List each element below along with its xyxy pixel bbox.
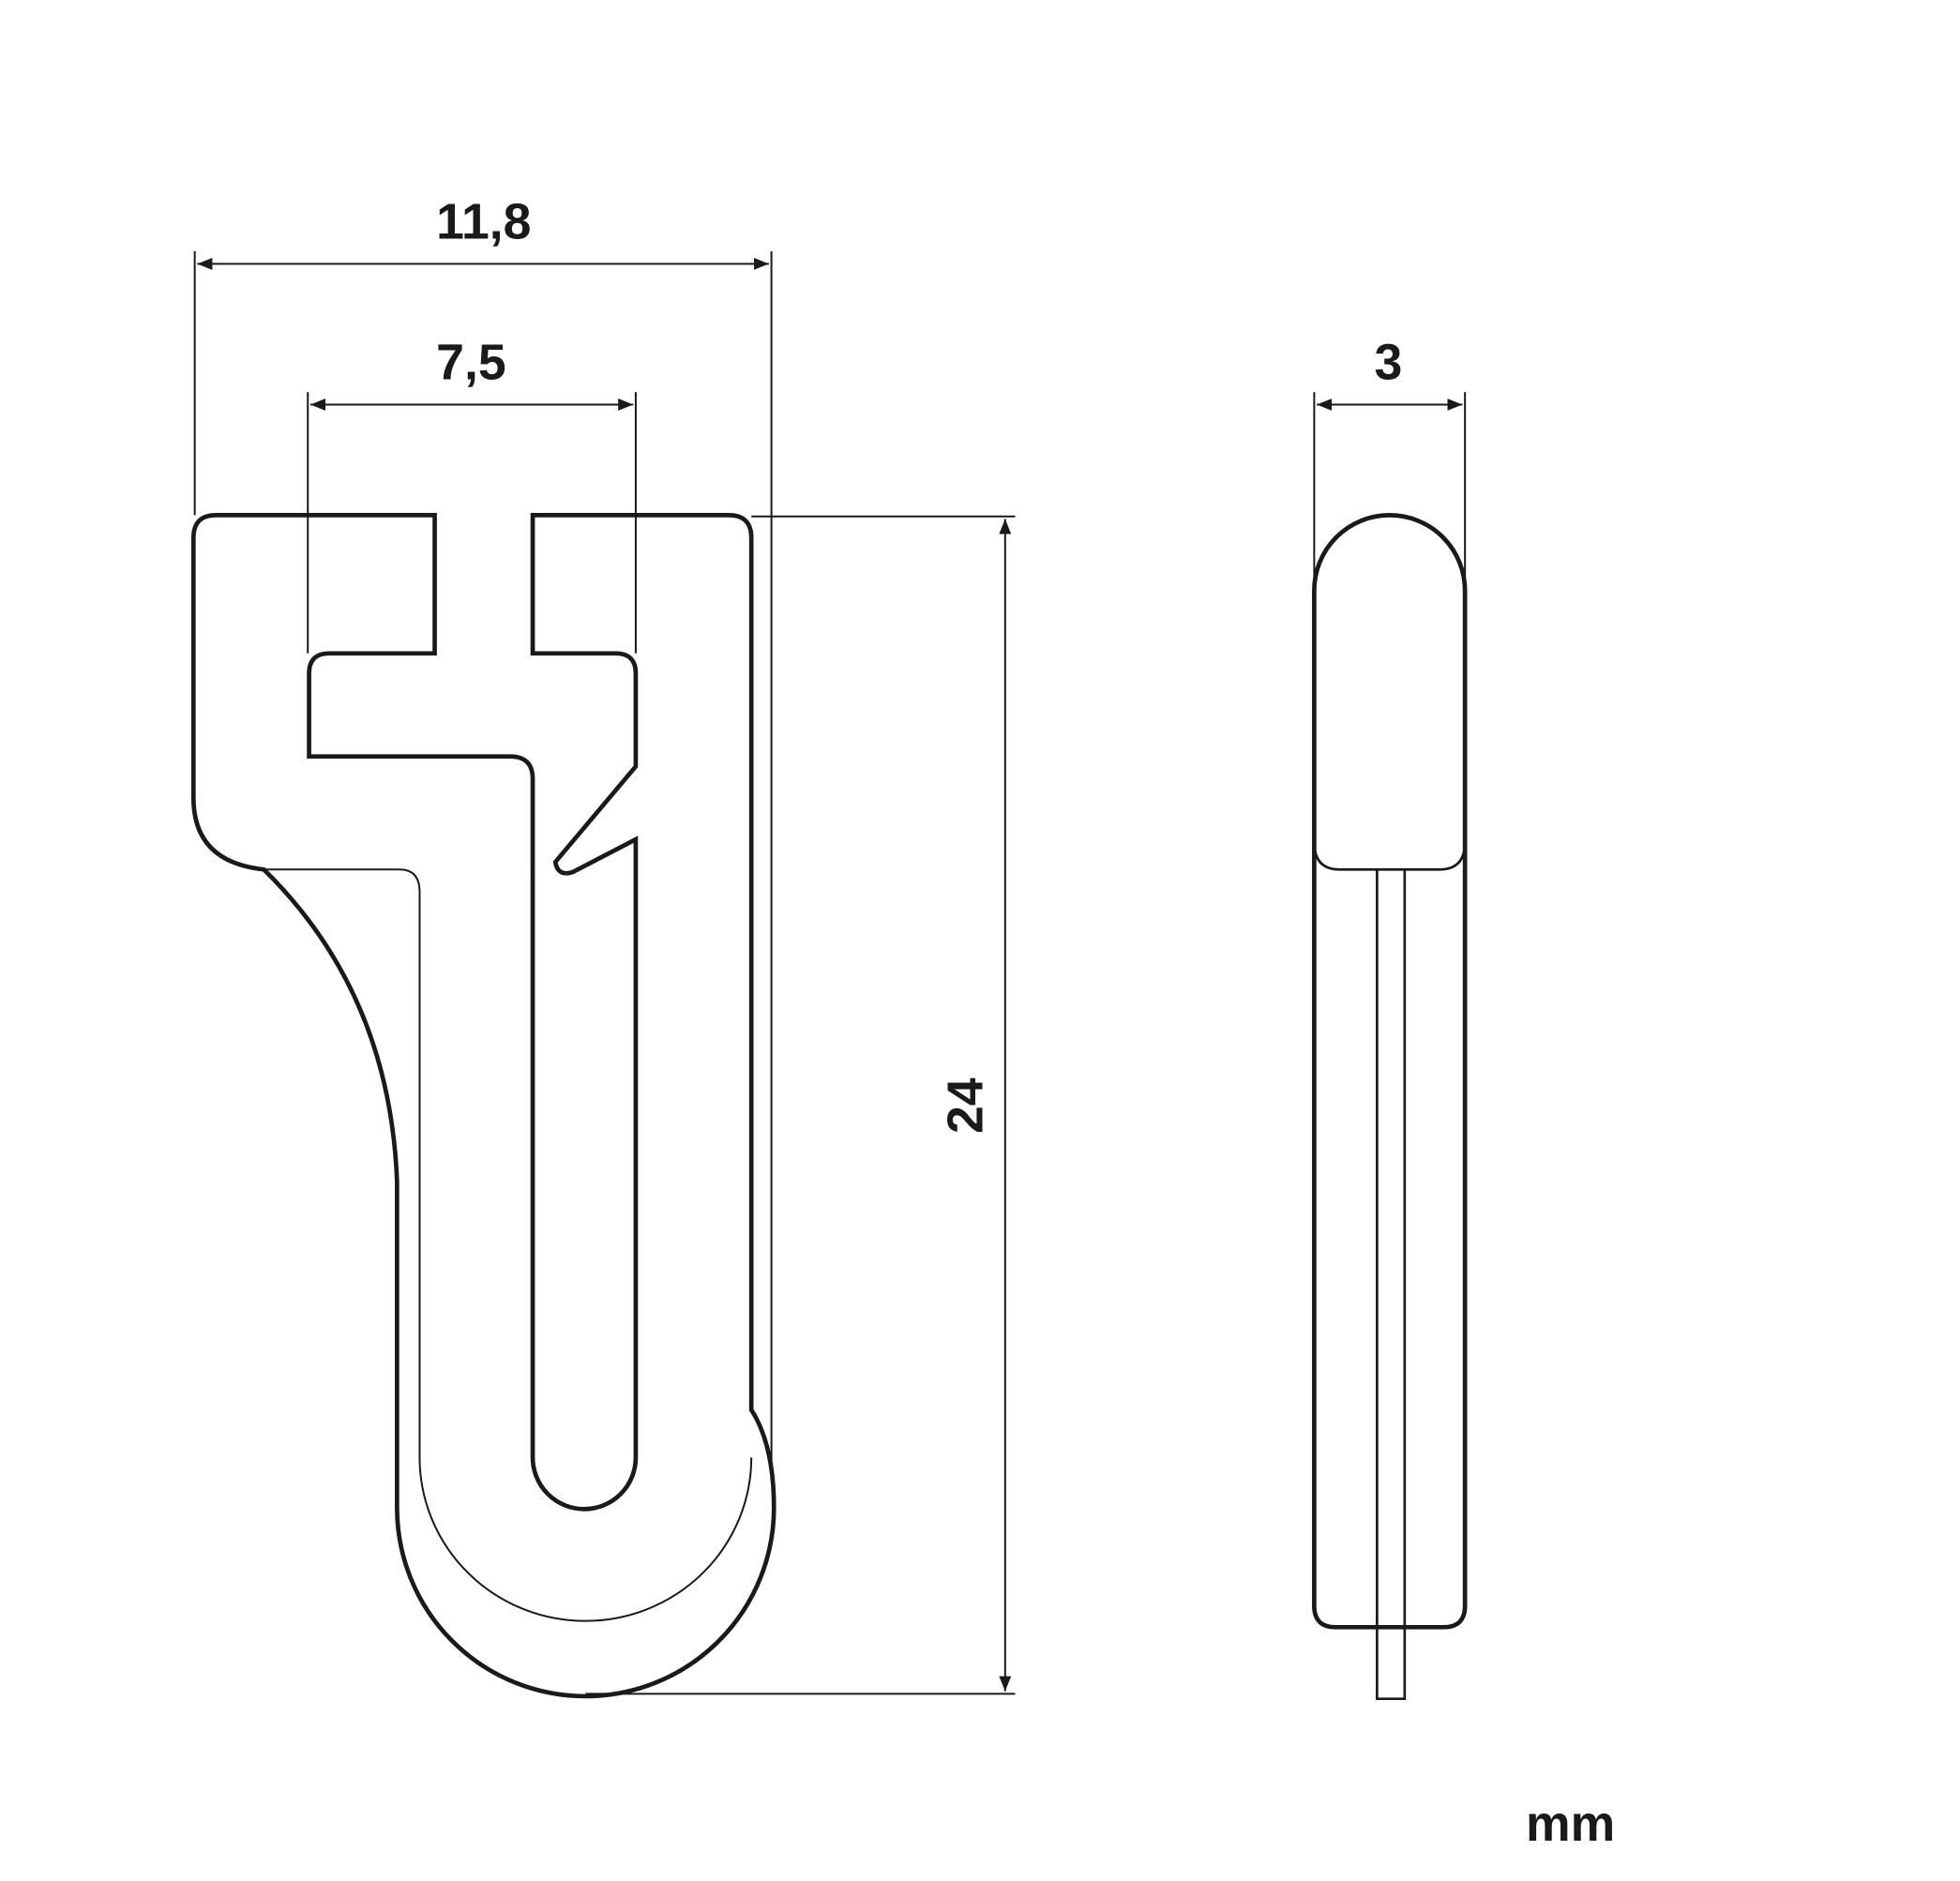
dim-thickness: 3 [1375,335,1403,391]
side-view-stem [1376,869,1407,1701]
dim-height: 24 [938,1077,994,1134]
dimension-lines [193,251,1467,1695]
dim-overall-width: 11,8 [436,194,531,250]
hook-side-view [1312,513,1468,1630]
hook-inner-contour [264,868,753,1622]
dim-inner-width: 7,5 [436,335,505,391]
side-view-shoulder [1313,841,1467,871]
hook-front-view [190,513,776,1699]
unit-label: mm [1526,1796,1615,1852]
